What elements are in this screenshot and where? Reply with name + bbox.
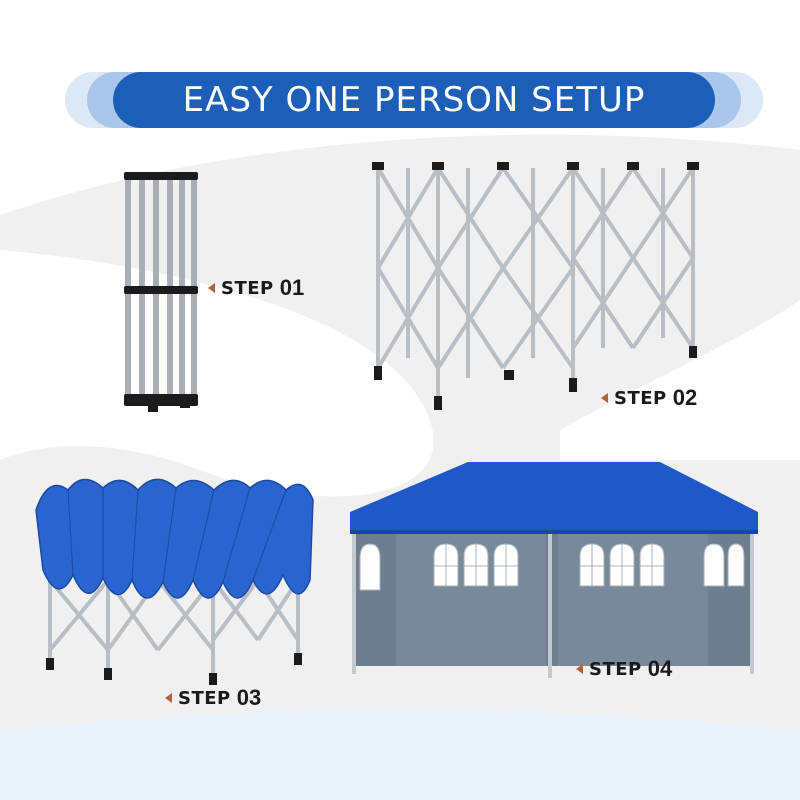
step-number: 03 bbox=[236, 685, 262, 710]
step-word: STEP bbox=[589, 658, 642, 680]
step-01-label: STEP 01 bbox=[208, 273, 304, 303]
step-03-label: STEP 03 bbox=[165, 683, 261, 713]
step-number: 01 bbox=[279, 275, 305, 300]
folded-frame-icon bbox=[124, 172, 198, 412]
arrow-left-icon bbox=[576, 664, 583, 674]
arrow-left-icon bbox=[601, 393, 608, 403]
tent-icon bbox=[350, 462, 758, 678]
canopy-frame-icon bbox=[35, 478, 314, 685]
step-04-label: STEP 04 bbox=[576, 654, 672, 684]
step-number: 02 bbox=[672, 385, 698, 410]
banner-shape bbox=[65, 72, 763, 128]
title-banner: EASY ONE PERSON SETUP bbox=[65, 72, 763, 128]
step-02-label: STEP 02 bbox=[601, 383, 697, 413]
arrow-left-icon bbox=[165, 693, 172, 703]
arrow-left-icon bbox=[208, 283, 215, 293]
banner-title: EASY ONE PERSON SETUP bbox=[182, 80, 646, 120]
step-number: 04 bbox=[647, 656, 673, 681]
step-word: STEP bbox=[614, 387, 667, 409]
step-word: STEP bbox=[221, 277, 274, 299]
step-word: STEP bbox=[178, 687, 231, 709]
expanded-frame-icon bbox=[372, 162, 699, 410]
